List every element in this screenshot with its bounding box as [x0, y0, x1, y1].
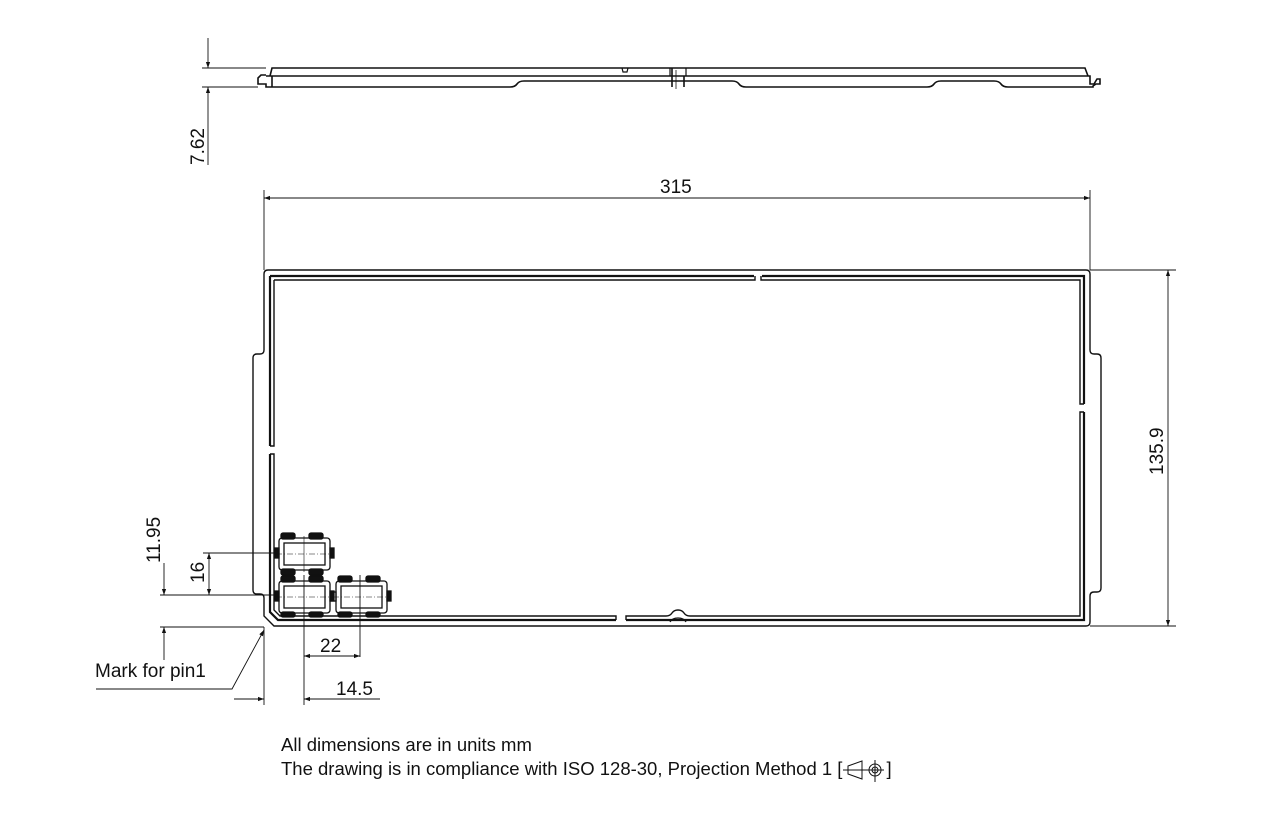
pocket: [274, 575, 335, 618]
pocket-horizontal-offset-label: 14.5: [336, 679, 373, 700]
pocket: [330, 575, 392, 618]
pin1-mark-label: Mark for pin1: [95, 661, 206, 682]
pocket-pitch-x-label: 22: [320, 636, 341, 657]
thickness-dimension: [202, 38, 266, 165]
projection-note-text: The drawing is in compliance with ISO 12…: [281, 758, 843, 779]
pocket-dimensions: [96, 552, 380, 705]
height-dimension: [1090, 269, 1176, 627]
side-view: [257, 67, 1101, 89]
pocket: [274, 532, 335, 576]
height-label: 135.9: [1147, 427, 1168, 475]
tray-outline: [252, 269, 1102, 627]
pockets: [274, 532, 392, 618]
pocket-pitch-y-label: 16: [188, 562, 209, 583]
pocket-vertical-offset-label: 11.95: [144, 517, 165, 563]
thickness-label: 7.62: [188, 128, 209, 165]
projection-note-bracket: ]: [886, 758, 892, 779]
first-angle-projection-icon: [843, 760, 885, 783]
width-dimension: [263, 190, 1091, 270]
width-label: 315: [660, 177, 692, 198]
projection-note: The drawing is in compliance with ISO 12…: [281, 757, 892, 783]
units-note: All dimensions are in units mm: [281, 734, 532, 755]
